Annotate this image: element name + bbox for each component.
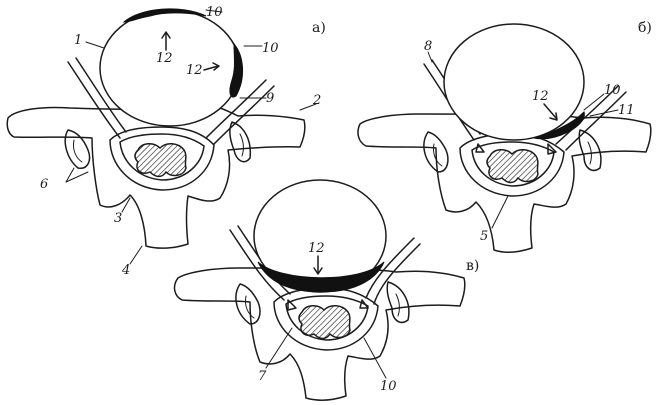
label-12-a1: 12 — [156, 51, 173, 66]
label-3: 3 — [114, 211, 122, 226]
panel-v: 12 7 10 в) — [175, 180, 480, 400]
label-8: 8 — [424, 39, 432, 54]
vertebral-body-a — [100, 10, 240, 126]
caption-a: а) — [312, 20, 326, 36]
label-1: 1 — [74, 33, 82, 48]
label-10-side: 10 — [262, 41, 279, 56]
label-9: 9 — [266, 91, 274, 106]
label-10-top: 10 — [206, 5, 223, 20]
caption-b: б) — [638, 20, 652, 36]
spinal-cord-v — [299, 306, 350, 339]
spinal-cord-a — [135, 144, 186, 177]
label-10-v: 10 — [380, 379, 397, 394]
label-12-v: 12 — [308, 241, 325, 256]
spinal-cord-b — [487, 150, 538, 183]
caption-v: в) — [466, 258, 479, 274]
label-7: 7 — [258, 369, 267, 384]
panel-b: 8 10 11 12 5 б) — [358, 20, 652, 252]
label-4: 4 — [121, 263, 130, 278]
vertebral-body-b — [444, 24, 584, 140]
label-6: 6 — [40, 177, 48, 192]
label-2: 2 — [312, 93, 321, 108]
label-11: 11 — [618, 103, 635, 118]
label-10-b: 10 — [604, 83, 621, 98]
label-12-a2: 12 — [186, 63, 203, 78]
label-12-b: 12 — [532, 89, 549, 104]
label-5: 5 — [480, 229, 488, 244]
